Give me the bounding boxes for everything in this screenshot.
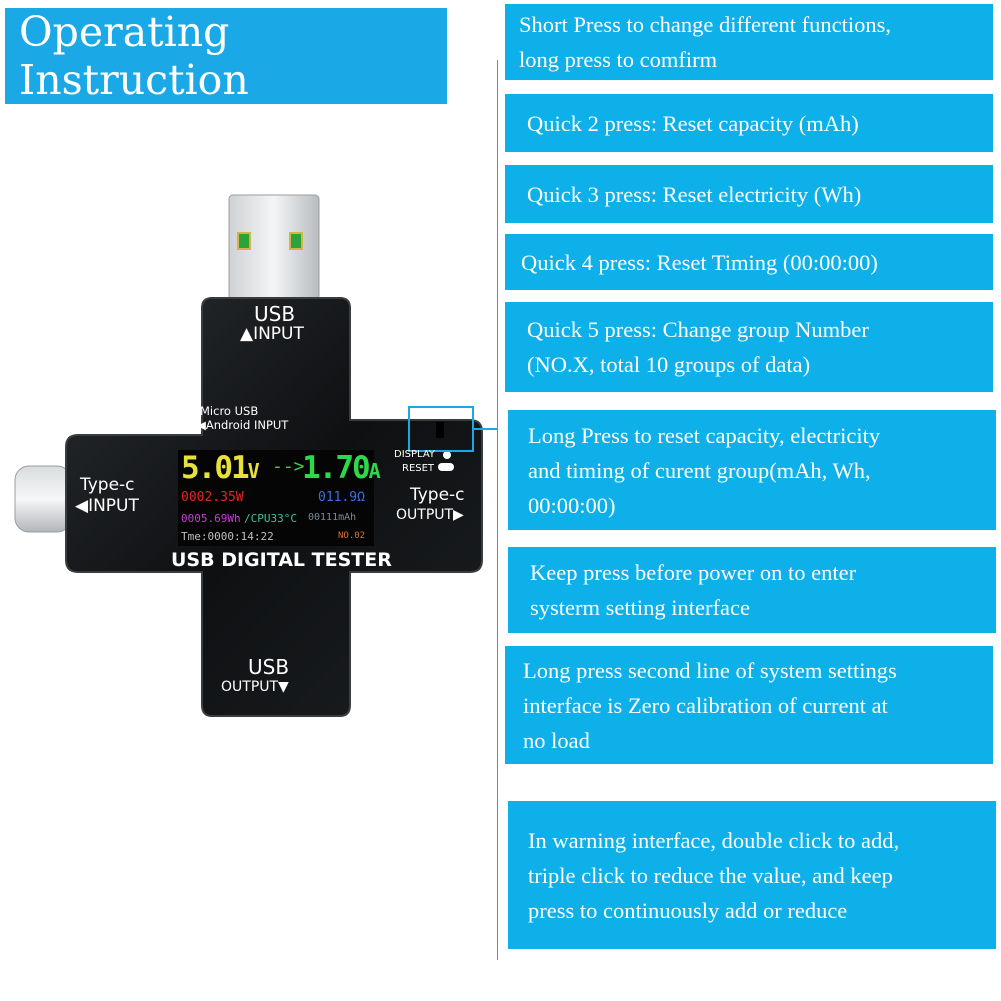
display-label: DISPLAY [394, 449, 436, 460]
instruction-4: Quick 4 press: Reset Timing (00:00:00) [505, 234, 993, 290]
time-reading: Tme:0000:14:22 [181, 530, 274, 543]
capacity-reading: 00111mAh [308, 512, 357, 523]
power-reading: 0002.35W [181, 490, 244, 505]
instruction-9: In warning interface, double click to ad… [508, 801, 996, 949]
instruction-5: Quick 5 press: Change group Number(NO.X,… [505, 302, 993, 392]
micro-usb-label: Micro USB [200, 404, 259, 418]
resistance-reading: 011.9Ω [318, 490, 365, 505]
button-callout-box [408, 406, 474, 452]
type-c-output-label: Type-c [410, 485, 465, 505]
current-reading: 1.70A [302, 450, 381, 486]
instruction-6: Long Press to reset capacity, electricit… [508, 410, 996, 530]
instruction-2: Quick 2 press: Reset capacity (mAh) [505, 94, 993, 152]
type-c-input-label: Type-c [80, 475, 135, 495]
button-callout-line [474, 428, 498, 430]
tester-screen: 5.01V --> 1.70A 0002.35W 011.9Ω 0005.69W… [178, 450, 381, 546]
android-input-label: ◀Android INPUT [197, 418, 289, 432]
type-c-output-arrow-label: OUTPUT▶ [396, 507, 464, 523]
page-title: Operating Instruction [5, 8, 447, 104]
instruction-1: Short Press to change different function… [505, 4, 993, 80]
reset-label: RESET [402, 463, 435, 474]
instruction-8: Long press second line of system setting… [505, 646, 993, 764]
cpu-temp-reading: /CPU33°C [244, 512, 297, 525]
instruction-3: Quick 3 press: Reset electricity (Wh) [505, 165, 993, 223]
group-number: NO.02 [338, 531, 366, 541]
voltage-reading: 5.01V [181, 450, 260, 486]
flow-arrow: --> [272, 456, 305, 477]
usb-input-label: USB [254, 302, 296, 326]
type-c-input-arrow-label: ◀INPUT [75, 496, 139, 516]
type-c-plug [14, 465, 72, 533]
brand-label: USB DIGITAL TESTER [171, 549, 392, 571]
usb-input-arrow-label: ▲INPUT [240, 324, 304, 344]
connector-line [497, 60, 498, 960]
usb-output-arrow-label: OUTPUT▼ [221, 679, 289, 695]
energy-reading: 0005.69Wh [181, 512, 241, 525]
usb-tester-device: USB ▲INPUT Micro USB ◀Android INPUT Type… [0, 0, 500, 1001]
usb-output-label: USB [248, 655, 290, 679]
